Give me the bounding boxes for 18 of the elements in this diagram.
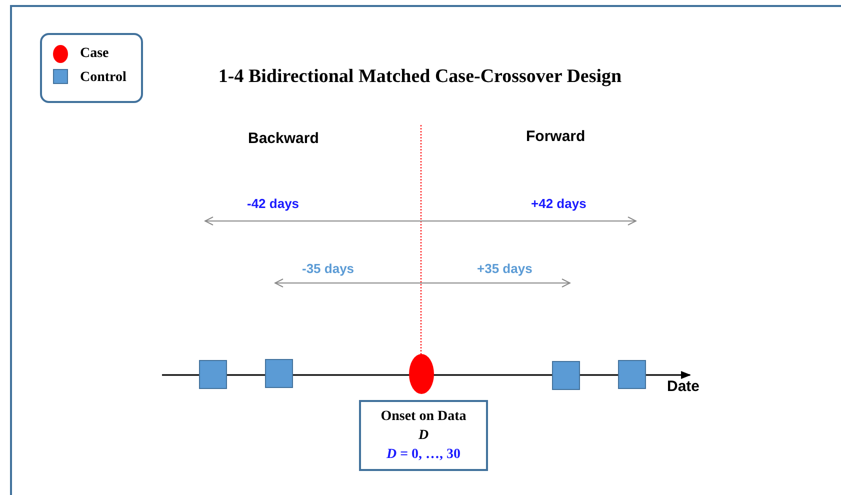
- control-square: [265, 359, 293, 388]
- legend-label: Case: [80, 46, 109, 62]
- direction-label: Backward: [248, 130, 319, 147]
- axis-label: Date: [667, 378, 700, 395]
- control-square: [199, 360, 227, 389]
- period-label: +42 days: [531, 196, 586, 211]
- case-marker: [409, 354, 434, 394]
- period-label: +35 days: [477, 261, 532, 276]
- onset-box: [359, 400, 488, 471]
- onset-label: D = 0, …, 30: [385, 446, 462, 464]
- direction-label: Forward: [526, 128, 586, 145]
- control-square: [552, 361, 580, 390]
- period-label: -42 days: [247, 196, 300, 211]
- onset-label: Onset on Data D: [380, 408, 468, 445]
- legend-label: Control: [80, 70, 126, 86]
- diagram-title: 1-4 Bidirectional Matched Case-Crossover Design: [217, 66, 623, 88]
- control-square: [618, 360, 646, 389]
- period-label: -35 days: [302, 261, 354, 276]
